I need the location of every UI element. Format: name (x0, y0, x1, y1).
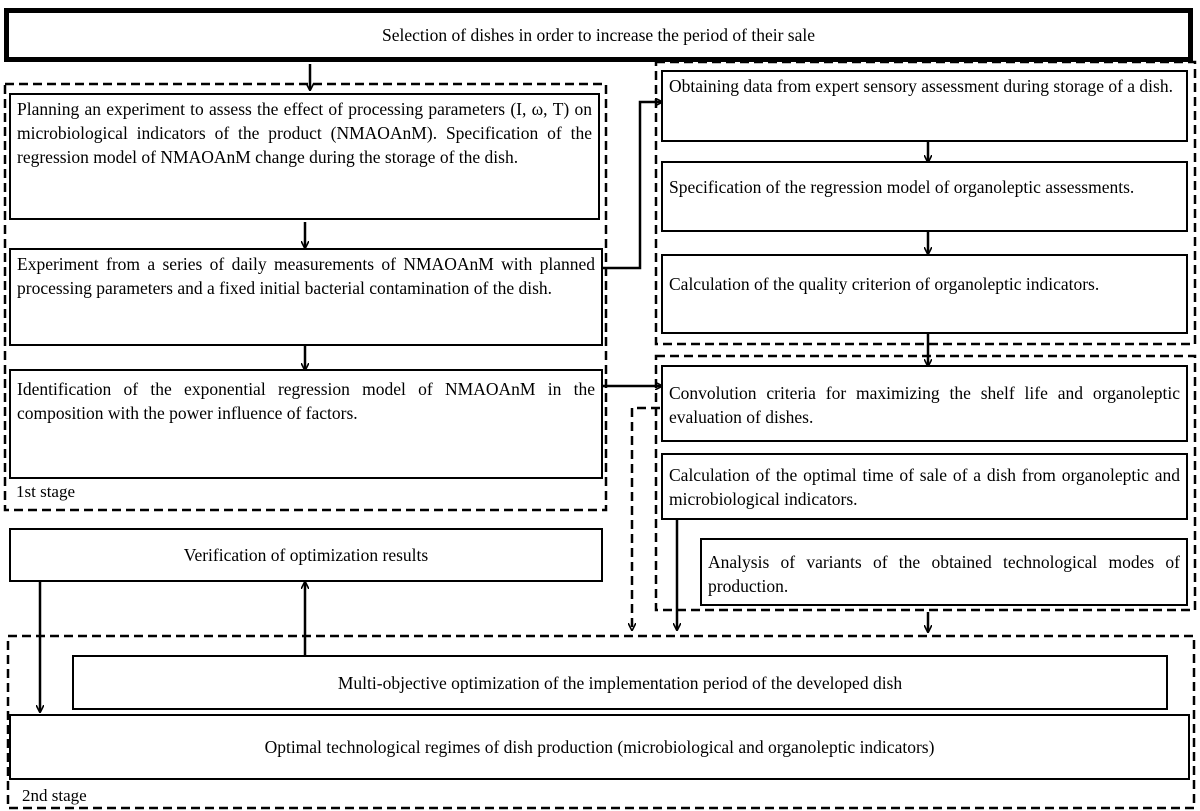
specification-box: Specification of the regression model of… (661, 161, 1188, 232)
optimal-time-text: Calculation of the optimal time of sale … (669, 465, 1180, 509)
convolution-text: Convolution criteria for maximizing the … (669, 383, 1180, 427)
sensory-frame (654, 60, 1197, 346)
specification-text: Specification of the regression model of… (669, 177, 1135, 197)
identification-text: Identification of the exponential regres… (17, 379, 595, 423)
top-title: Selection of dishes in order to increase… (382, 25, 815, 45)
stage2-label: 2nd stage (22, 786, 87, 805)
optimal-time-box: Calculation of the optimal time of sale … (661, 453, 1188, 520)
criterion-box: Calculation of the quality criterion of … (661, 254, 1188, 334)
convolution-box: Convolution criteria for maximizing the … (661, 365, 1188, 442)
optimal-regimes-box: Optimal technological regimes of dish pr… (9, 714, 1190, 780)
optimal-regimes-text: Optimal technological regimes of dish pr… (264, 737, 935, 757)
verification-box: Verification of optimization results (9, 528, 603, 582)
multi-objective-text: Multi-objective optimization of the impl… (337, 672, 903, 693)
obtaining-text: Obtaining data from expert sensory asses… (669, 76, 1173, 96)
verification-text: Verification of optimization results (183, 545, 429, 565)
analysis-text: Analysis of variants of the obtained tec… (708, 552, 1180, 596)
analysis-box: Analysis of variants of the obtained tec… (700, 538, 1188, 606)
criterion-text: Calculation of the quality criterion of … (669, 274, 1100, 294)
identification-box: Identification of the exponential regres… (9, 369, 603, 479)
stage2-frame (6, 634, 1196, 810)
arrow-dashed-to-stage2 (632, 406, 660, 630)
arrow-experiment-to-sensory (603, 102, 662, 270)
stage1-frame (3, 82, 608, 512)
obtaining-box: Obtaining data from expert sensory asses… (661, 70, 1188, 142)
experiment-box: Experiment from a series of daily measur… (9, 248, 603, 346)
experiment-text: Experiment from a series of daily measur… (17, 254, 595, 298)
planning-text: Planning an experiment to assess the eff… (17, 99, 592, 167)
planning-box: Planning an experiment to assess the eff… (9, 93, 600, 220)
multi-objective-box: Multi-objective optimization of the impl… (72, 655, 1168, 710)
top-box: Selection of dishes in order to increase… (4, 8, 1193, 62)
right-frame (654, 354, 1197, 612)
stage1-label: 1st stage (16, 482, 76, 501)
